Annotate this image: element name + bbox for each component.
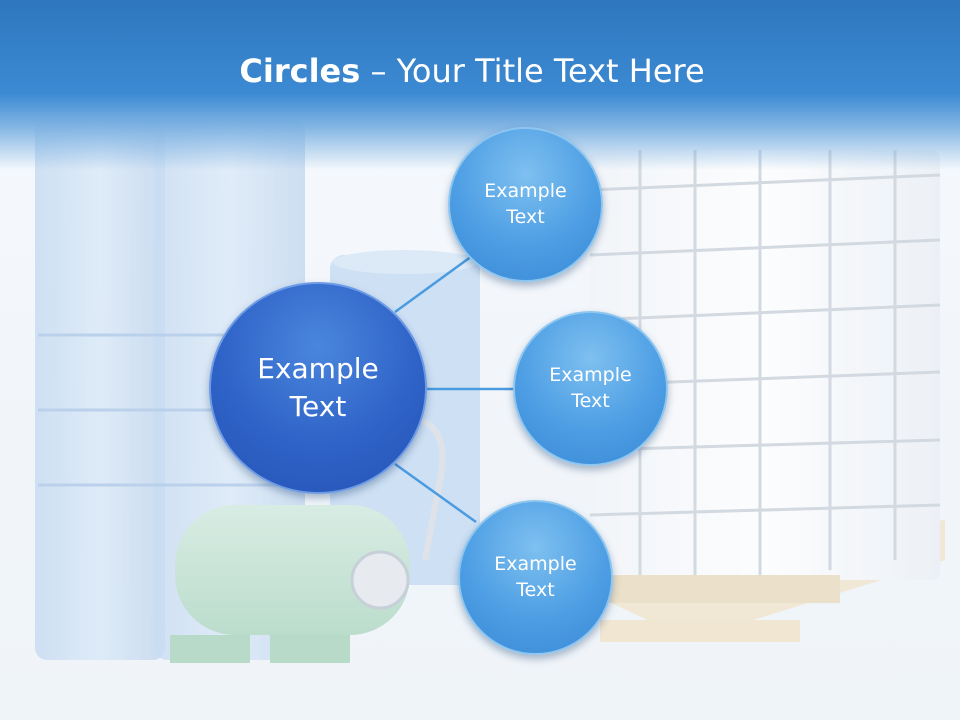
node-circle-label: Example Text: [549, 363, 632, 412]
node-circle-middle[interactable]: Example Text: [513, 311, 668, 466]
node-circle-label: Example Text: [484, 179, 567, 228]
center-circle-label: Example Text: [257, 352, 379, 423]
title-bold: Circles: [239, 52, 361, 90]
node-circle-bottom[interactable]: Example Text: [458, 500, 613, 655]
connector-line-top: [394, 254, 473, 314]
slide-title: Circles – Your Title Text Here: [0, 52, 944, 90]
node-circle-top[interactable]: Example Text: [448, 127, 603, 282]
center-circle[interactable]: Example Text: [209, 282, 427, 494]
node-circle-label: Example Text: [494, 552, 577, 601]
connector-line-bottom: [394, 462, 477, 524]
title-rest: – Your Title Text Here: [360, 52, 705, 90]
